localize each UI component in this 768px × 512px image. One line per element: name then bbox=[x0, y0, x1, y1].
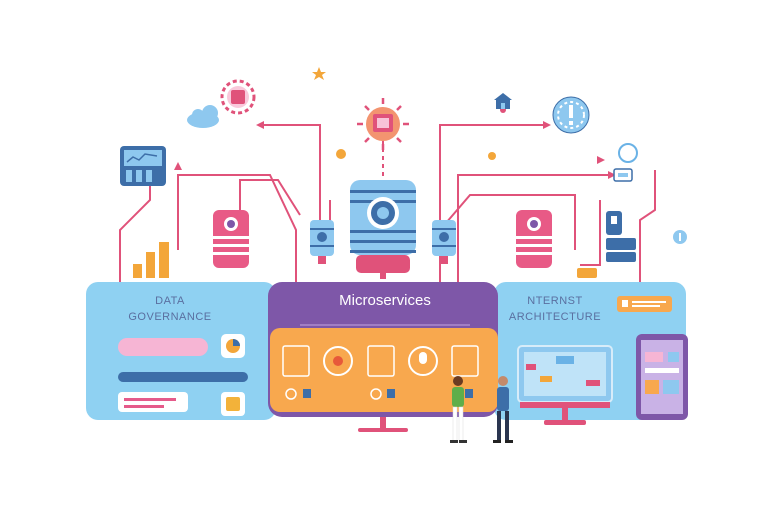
left-card bbox=[118, 392, 188, 412]
left-bar-blue bbox=[118, 372, 248, 382]
center-orange-board bbox=[270, 328, 498, 412]
info-icon bbox=[673, 230, 687, 244]
left-panel-title-line2: GOVERNANCE bbox=[128, 311, 212, 323]
right-badge bbox=[617, 296, 672, 312]
device-stack-icon bbox=[606, 211, 636, 262]
document-icon bbox=[221, 392, 245, 416]
pie-chart-icon bbox=[221, 334, 245, 358]
small-lock-icon bbox=[577, 268, 597, 278]
warning-gear-icon bbox=[552, 96, 590, 134]
bar-chart-icon bbox=[133, 242, 169, 278]
pink-server-right bbox=[516, 210, 552, 268]
left-panel-title-line1: DATA bbox=[155, 295, 185, 307]
left-bar-pink bbox=[118, 338, 208, 356]
monitor-icon bbox=[517, 345, 613, 425]
small-server-right bbox=[432, 220, 456, 264]
home-icon bbox=[494, 93, 512, 113]
center-stand bbox=[358, 428, 408, 432]
center-panel-title: Microservices bbox=[339, 292, 431, 309]
gear-icon bbox=[220, 79, 256, 115]
cloud-icon bbox=[187, 105, 219, 128]
arrow-heads bbox=[174, 121, 616, 179]
right-panel-title-line2: ARCHITECTURE bbox=[508, 311, 602, 323]
chart-monitor-icon bbox=[120, 146, 166, 186]
star-icon bbox=[312, 67, 326, 80]
person-icon-2 bbox=[493, 376, 513, 443]
center-server bbox=[350, 180, 416, 279]
sun-gear-icon bbox=[357, 98, 409, 150]
tablet-icon bbox=[636, 334, 688, 420]
person-icon bbox=[450, 376, 467, 443]
pink-server-left bbox=[213, 210, 249, 268]
right-panel-title-line1: NTERNST bbox=[527, 295, 583, 307]
settings-icon bbox=[618, 143, 638, 163]
left-panel-title: DATA GOVERNANCE bbox=[110, 295, 230, 323]
small-server-left bbox=[310, 220, 334, 264]
bug-icon bbox=[336, 149, 346, 159]
board-cards bbox=[282, 345, 479, 400]
right-panel-title: NTERNST ARCHITECTURE bbox=[505, 295, 605, 323]
dot-icon bbox=[488, 152, 496, 160]
lock-icon bbox=[613, 168, 633, 182]
